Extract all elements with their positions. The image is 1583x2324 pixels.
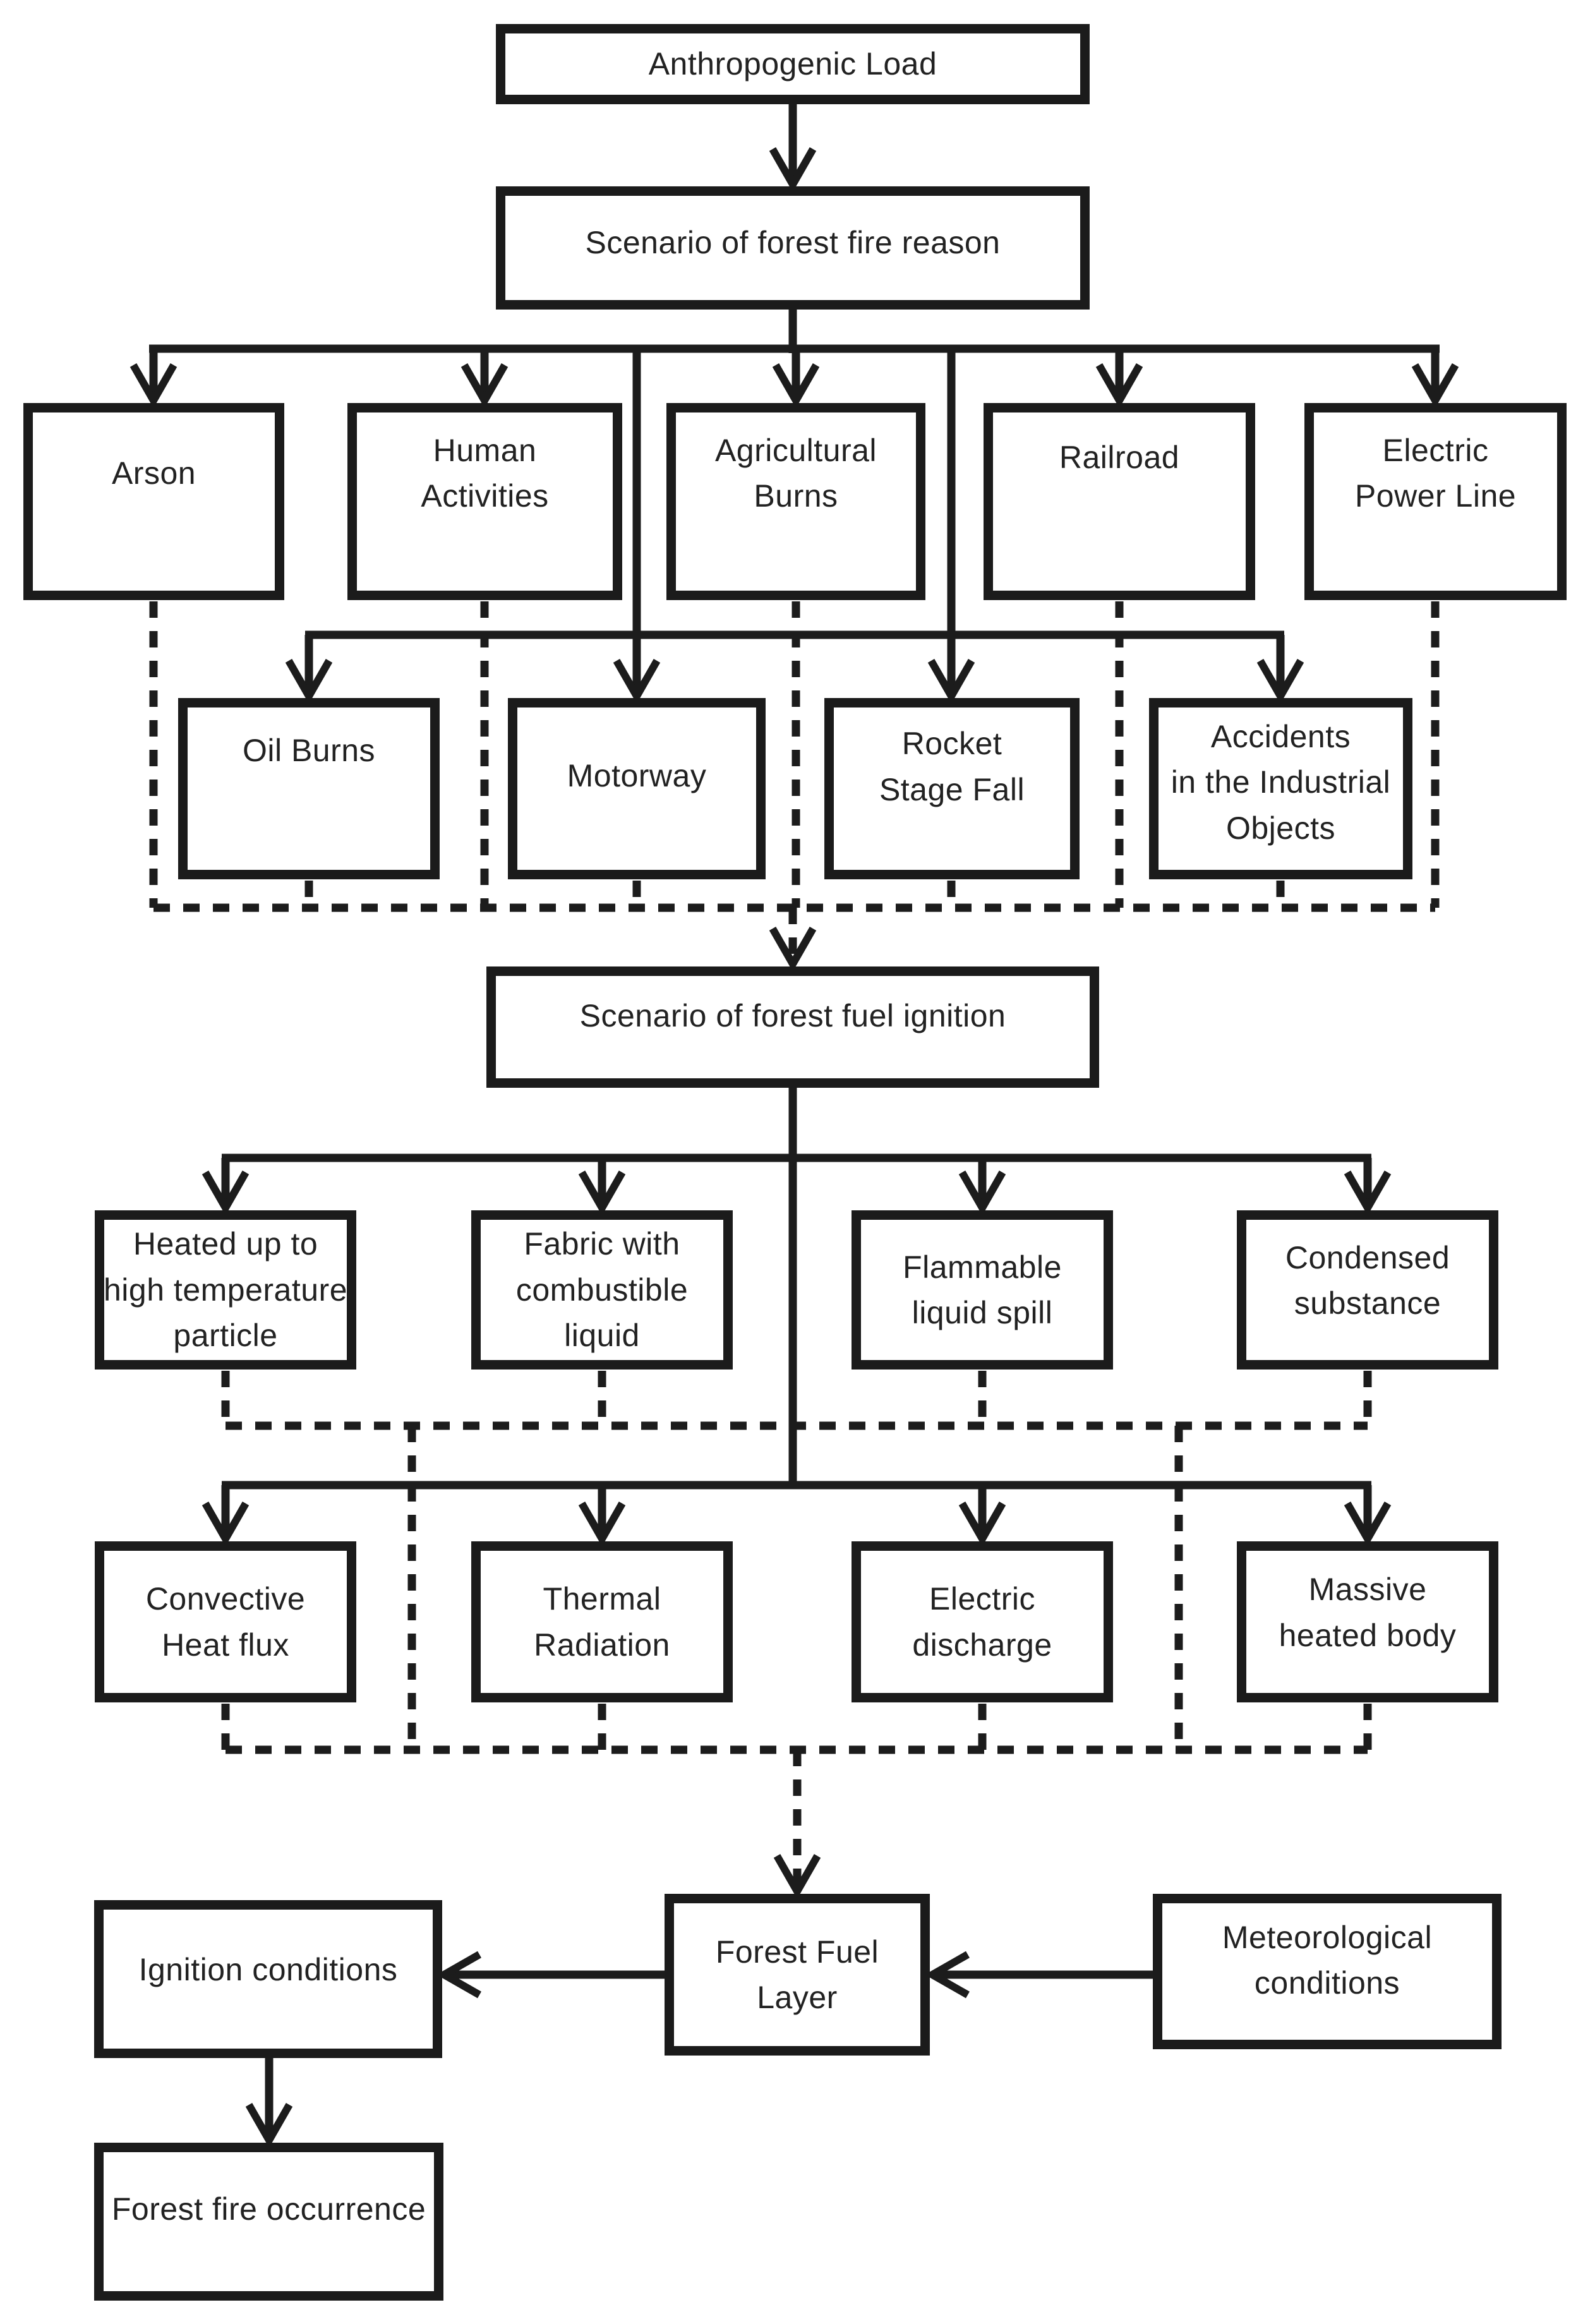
node-forest-fuel-layer: Forest Fuel Layer: [665, 1894, 930, 2056]
node-convective-heat-flux-label: Convective Heat flux: [145, 1581, 306, 1663]
node-motorway: Motorway: [508, 698, 766, 879]
node-electric-power-line: Electric Power Line: [1304, 403, 1567, 600]
node-forest-fuel-layer-label: Forest Fuel Layer: [715, 1934, 879, 2016]
node-rocket-stage-fall: Rocket Stage Fall: [824, 698, 1080, 879]
node-accidents-industrial: Accidents in the Industrial Objects: [1149, 698, 1412, 879]
node-fabric-combustible: Fabric with combustible liquid: [471, 1210, 733, 1370]
node-rocket-stage-fall-label: Rocket Stage Fall: [879, 726, 1025, 807]
node-condensed-substance-label: Condensed substance: [1285, 1239, 1450, 1322]
node-meteorological-conditions: Meteorological conditions: [1153, 1894, 1502, 2049]
node-heated-particle-label: Heated up to high temperature particle: [104, 1226, 348, 1354]
node-electric-discharge: Electric discharge: [852, 1541, 1113, 1702]
node-massive-heated-body: Massive heated body: [1237, 1541, 1498, 1702]
node-human-activities-label: Human Activities: [421, 432, 549, 514]
node-oil-burns-label: Oil Burns: [242, 733, 376, 769]
node-electric-discharge-label: Electric discharge: [912, 1581, 1052, 1663]
node-thermal-radiation-label: Thermal Radiation: [534, 1581, 670, 1663]
node-scenario-fire-reason-label: Scenario of forest fire reason: [585, 225, 1001, 261]
node-agricultural-burns: Agricultural Burns: [666, 403, 925, 600]
node-flammable-spill: Flammable liquid spill: [852, 1210, 1113, 1370]
node-heated-particle: Heated up to high temperature particle: [95, 1210, 356, 1370]
node-meteorological-conditions-label: Meteorological conditions: [1222, 1919, 1433, 2001]
node-flammable-spill-label: Flammable liquid spill: [903, 1249, 1062, 1331]
node-ignition-conditions-label: Ignition conditions: [138, 1951, 398, 1987]
node-human-activities: Human Activities: [347, 403, 622, 600]
node-railroad-label: Railroad: [1059, 439, 1180, 475]
node-forest-fire-occurrence: Forest fire occurrence: [94, 2143, 443, 2301]
node-motorway-label: Motorway: [567, 758, 707, 794]
node-anthropogenic-load-label: Anthropogenic Load: [648, 46, 937, 82]
node-anthropogenic-load: Anthropogenic Load: [496, 24, 1090, 104]
node-electric-power-line-label: Electric Power Line: [1354, 432, 1517, 514]
node-scenario-fuel-ignition-label: Scenario of forest fuel ignition: [579, 997, 1006, 1033]
node-oil-burns: Oil Burns: [178, 698, 440, 879]
node-railroad: Railroad: [984, 403, 1255, 600]
node-condensed-substance: Condensed substance: [1237, 1210, 1498, 1370]
node-agricultural-burns-label: Agricultural Burns: [714, 432, 877, 514]
node-thermal-radiation: Thermal Radiation: [471, 1541, 733, 1702]
node-arson: Arson: [23, 403, 284, 600]
node-convective-heat-flux: Convective Heat flux: [95, 1541, 356, 1702]
node-ignition-conditions: Ignition conditions: [94, 1900, 442, 2058]
node-scenario-fire-reason: Scenario of forest fire reason: [496, 186, 1090, 310]
node-massive-heated-body-label: Massive heated body: [1279, 1572, 1457, 1653]
node-forest-fire-occurrence-label: Forest fire occurrence: [111, 2191, 426, 2227]
node-arson-label: Arson: [111, 455, 196, 491]
node-scenario-fuel-ignition: Scenario of forest fuel ignition: [486, 966, 1099, 1088]
node-accidents-industrial-label: Accidents in the Industrial Objects: [1171, 718, 1391, 846]
node-fabric-combustible-label: Fabric with combustible liquid: [515, 1226, 689, 1354]
